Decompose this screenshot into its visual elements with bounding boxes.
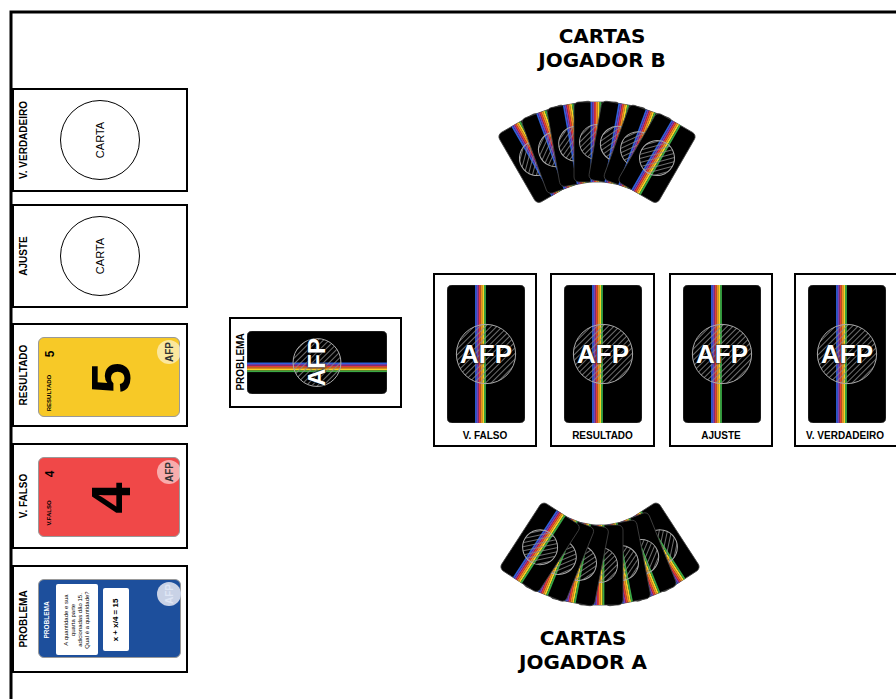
card-back: AFP <box>683 285 761 423</box>
card-body <box>447 285 525 423</box>
equation: x + x/4 = 15 <box>112 598 121 641</box>
slot-label: AJUSTE <box>18 236 29 275</box>
card-place-circle: CARTA <box>60 216 140 296</box>
card-brand: AFP <box>696 340 748 369</box>
player-label: CARTAS JOGADOR B <box>527 24 677 72</box>
card-brand: AFP <box>164 342 175 362</box>
slot-label: AJUSTE <box>701 430 740 441</box>
card-brand: AFP <box>164 584 175 604</box>
slot-box: AJUSTE CARTA <box>12 204 188 308</box>
hatched-disc <box>633 134 681 182</box>
slot-box: V. FALSO 4V.FALSO 4 AFP <box>12 443 188 549</box>
problem-text: A quantidade e sua quarta parte adiciona… <box>63 588 91 652</box>
circle-label: CARTA <box>94 122 106 158</box>
card-body <box>247 331 387 394</box>
hatched-disc <box>573 324 632 383</box>
card-brand: AFP <box>460 340 512 369</box>
slot-label: V. VERDADEIRO <box>806 430 884 441</box>
card-body <box>564 285 642 423</box>
card-type: PROBLEMA <box>43 601 50 638</box>
slot-box: PROBLEMA PROBLEMA A quantidade e sua quart… <box>12 565 188 673</box>
card-back: AFP <box>447 285 525 423</box>
card-back: AFP <box>808 285 886 423</box>
card-corner-number: 5 <box>44 351 57 358</box>
circle-label: CARTA <box>94 238 106 274</box>
slot-box: V. VERDADEIRO AFP <box>794 273 896 447</box>
card-number: 4 <box>83 482 139 513</box>
card-body <box>499 501 581 593</box>
hatched-disc <box>692 324 751 383</box>
card-body <box>808 285 886 423</box>
card-brand: AFP <box>164 462 175 482</box>
slot-label: V. FALSO <box>463 430 508 441</box>
card-number: 5 <box>83 362 139 393</box>
slot-box: V. FALSO AFP <box>433 273 537 447</box>
card-type: RESULTADO <box>46 375 53 411</box>
card-type: V.FALSO <box>46 500 53 525</box>
game-card: PROBLEMA A quantidade e sua quarta parte … <box>38 579 181 658</box>
game-card: 4V.FALSO 4 AFP <box>38 457 180 537</box>
hand-card <box>617 112 697 204</box>
slot-box: RESULTADO AFP <box>550 273 655 447</box>
card-corner-number: 4 <box>44 471 57 478</box>
slot-box: RESULTADO5RESULTADO5AFP <box>12 323 188 427</box>
slot-box: V. VERDADEIRO CARTA <box>12 88 188 192</box>
slot-label: V. FALSO <box>18 474 29 519</box>
card-fan <box>499 501 701 606</box>
hand-card <box>499 501 581 593</box>
slot-box: PROBLEMA AFP <box>229 317 402 408</box>
card-fan <box>497 100 697 204</box>
board-border <box>11 12 896 699</box>
card-brand: AFP <box>304 338 330 386</box>
card-brand: AFP <box>821 340 873 369</box>
slot-label: RESULTADO <box>18 345 29 406</box>
card-back: AFP <box>564 285 642 423</box>
hatched-disc <box>456 324 515 383</box>
hatched-disc <box>817 324 876 383</box>
card-body <box>617 112 697 204</box>
slot-label: PROBLEMA <box>235 333 246 390</box>
player-label: CARTAS JOGADOR A <box>508 626 658 674</box>
hatched-disc <box>516 523 564 571</box>
hatched-disc <box>293 339 341 387</box>
card-brand: AFP <box>577 340 629 369</box>
card-body <box>683 285 761 423</box>
card-back: AFP <box>247 331 387 394</box>
slot-label: RESULTADO <box>572 430 633 441</box>
game-card: 5RESULTADO5AFP <box>38 337 180 417</box>
slot-label: PROBLEMA <box>18 590 29 647</box>
slot-box: AJUSTE AFP <box>669 273 773 447</box>
card-place-circle: CARTA <box>60 100 140 180</box>
slot-label: V. VERDADEIRO <box>18 101 29 179</box>
